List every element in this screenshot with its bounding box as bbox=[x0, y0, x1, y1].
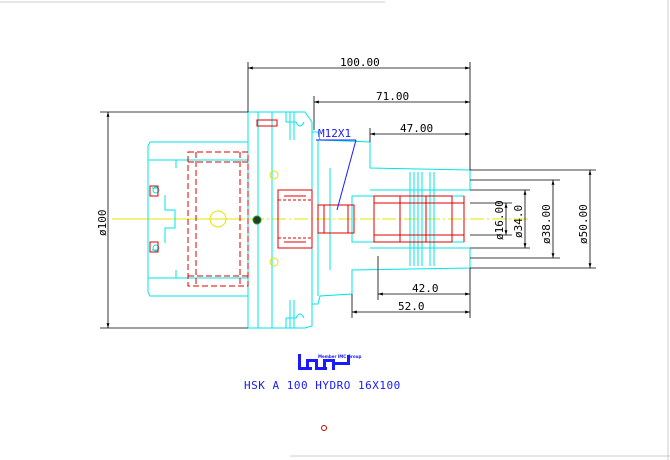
balance-mark bbox=[252, 215, 262, 225]
logo-tagline: Member IMC Group bbox=[318, 354, 361, 359]
dim-total-length: 100.00 bbox=[340, 56, 380, 69]
dim-dia-34: ø34.0 bbox=[512, 205, 525, 238]
dim-length-47: 47.00 bbox=[400, 122, 433, 135]
sheet-marker bbox=[321, 425, 327, 431]
dim-bore-dia: ø16.00 bbox=[493, 200, 506, 240]
thread-callout-leader bbox=[316, 139, 357, 211]
dim-dia-50: ø50.00 bbox=[577, 204, 590, 244]
iscar-logo: Member IMC Group bbox=[298, 354, 361, 370]
dim-dia-38: ø38.00 bbox=[540, 204, 553, 244]
dim-flange-dia: ø100 bbox=[96, 210, 109, 237]
dim-length-52: 52.0 bbox=[398, 300, 425, 313]
thread-callout: M12X1 bbox=[318, 127, 351, 140]
dimension-lines bbox=[100, 62, 596, 329]
holes bbox=[209, 170, 279, 267]
dim-length-42: 42.0 bbox=[412, 282, 439, 295]
part-title: HSK A 100 HYDRO 16X100 bbox=[244, 379, 401, 392]
dim-length-71: 71.00 bbox=[376, 90, 409, 103]
hidden-lines bbox=[149, 119, 465, 287]
